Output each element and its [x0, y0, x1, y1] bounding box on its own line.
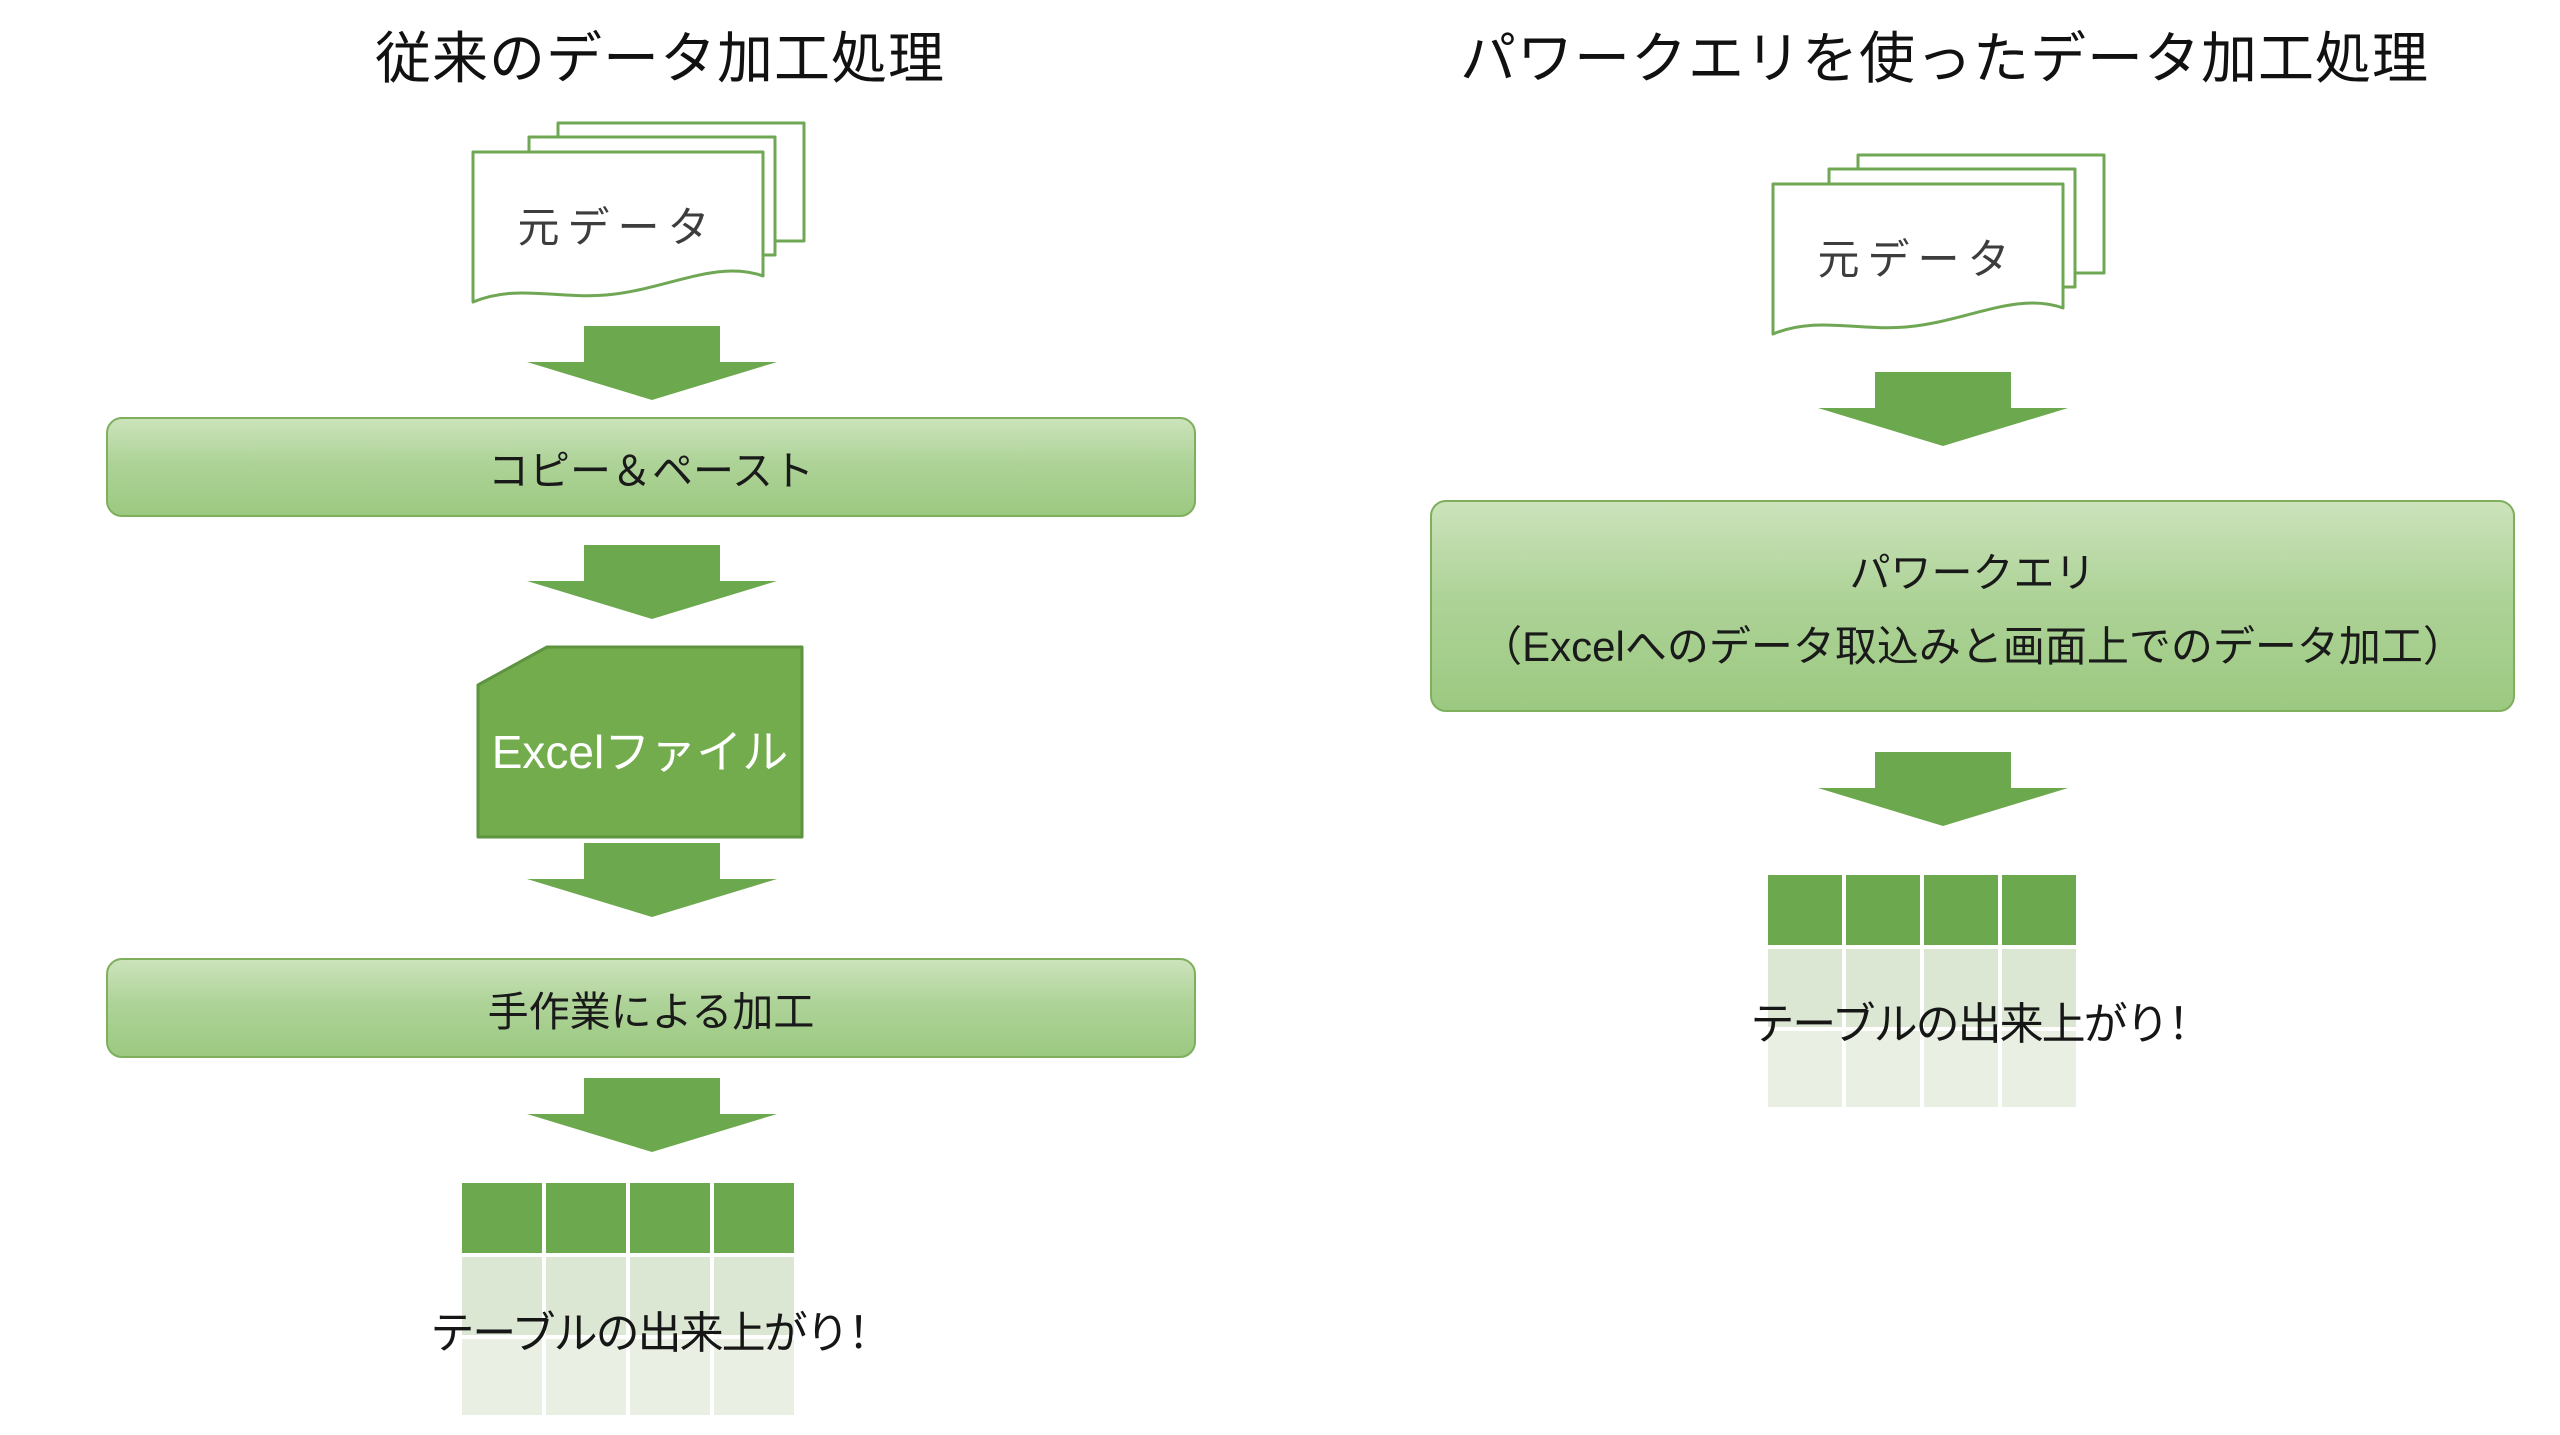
left-result-label: テーブルの出来上がり！ — [430, 1309, 891, 1358]
table-header-cell — [462, 1183, 542, 1253]
right-source-label: 元データ — [1817, 235, 2018, 283]
left-flow-title: 従来のデータ加工処理 — [375, 27, 945, 90]
table-header-cell — [630, 1183, 710, 1253]
table-body-cell — [714, 1257, 794, 1335]
right-result-label: テーブルの出来上がり！ — [1750, 1000, 2211, 1049]
left-result-table-icon — [462, 1183, 794, 1415]
down-arrow-icon — [527, 1078, 777, 1152]
table-body-cell — [1768, 1031, 1842, 1107]
table-body-cell — [714, 1339, 794, 1415]
down-arrow-icon — [527, 843, 777, 917]
table-body-cell — [630, 1257, 710, 1335]
manual-step-box: 手作業による加工 — [106, 958, 1196, 1058]
excel-file-shape: Excelファイル — [475, 645, 805, 840]
down-arrow-icon — [527, 545, 777, 619]
copy-paste-step-label: コピー＆ペースト — [488, 448, 814, 494]
table-body-cell — [1924, 1031, 1998, 1107]
excel-file-label: Excelファイル — [491, 725, 789, 778]
table-body-cell — [2002, 949, 2076, 1027]
right-result-table-icon — [1768, 875, 2076, 1107]
down-arrow-icon — [1818, 372, 2068, 446]
table-header-cell — [714, 1183, 794, 1253]
table-body-cell — [2002, 1031, 2076, 1107]
table-header-cell — [2002, 875, 2076, 945]
power-query-sublabel: （Excelへのデータ取込みと画面上でのデータ加工） — [1480, 622, 2465, 670]
power-query-step-box: パワークエリ （Excelへのデータ取込みと画面上でのデータ加工） — [1430, 500, 2515, 712]
table-header-cell — [1846, 875, 1920, 945]
table-body-cell — [546, 1339, 626, 1415]
right-flow-title: パワークエリを使ったデータ加工処理 — [1460, 27, 2429, 90]
table-body-cell — [462, 1339, 542, 1415]
multidocument-icon — [1771, 153, 2106, 336]
copy-paste-step-box: コピー＆ペースト — [106, 417, 1196, 517]
table-body-cell — [1846, 1031, 1920, 1107]
power-query-label: パワークエリ — [1849, 549, 2096, 596]
table-body-cell — [1846, 949, 1920, 1027]
multidocument-icon — [471, 121, 806, 304]
table-body-cell — [462, 1257, 542, 1335]
table-body-cell — [546, 1257, 626, 1335]
right-source-documents-icon: 元データ — [1770, 152, 2110, 352]
table-header-cell — [546, 1183, 626, 1253]
table-header-cell — [1768, 875, 1842, 945]
card-shape-icon — [476, 645, 804, 839]
table-header-cell — [1924, 875, 1998, 945]
down-arrow-icon — [1818, 752, 2068, 826]
manual-step-label: 手作業による加工 — [487, 989, 815, 1035]
table-body-cell — [630, 1339, 710, 1415]
table-body-cell — [1924, 949, 1998, 1027]
down-arrow-icon — [527, 326, 777, 400]
table-body-cell — [1768, 949, 1842, 1027]
left-source-label: 元データ — [517, 203, 718, 251]
left-source-documents-icon: 元データ — [470, 120, 810, 320]
